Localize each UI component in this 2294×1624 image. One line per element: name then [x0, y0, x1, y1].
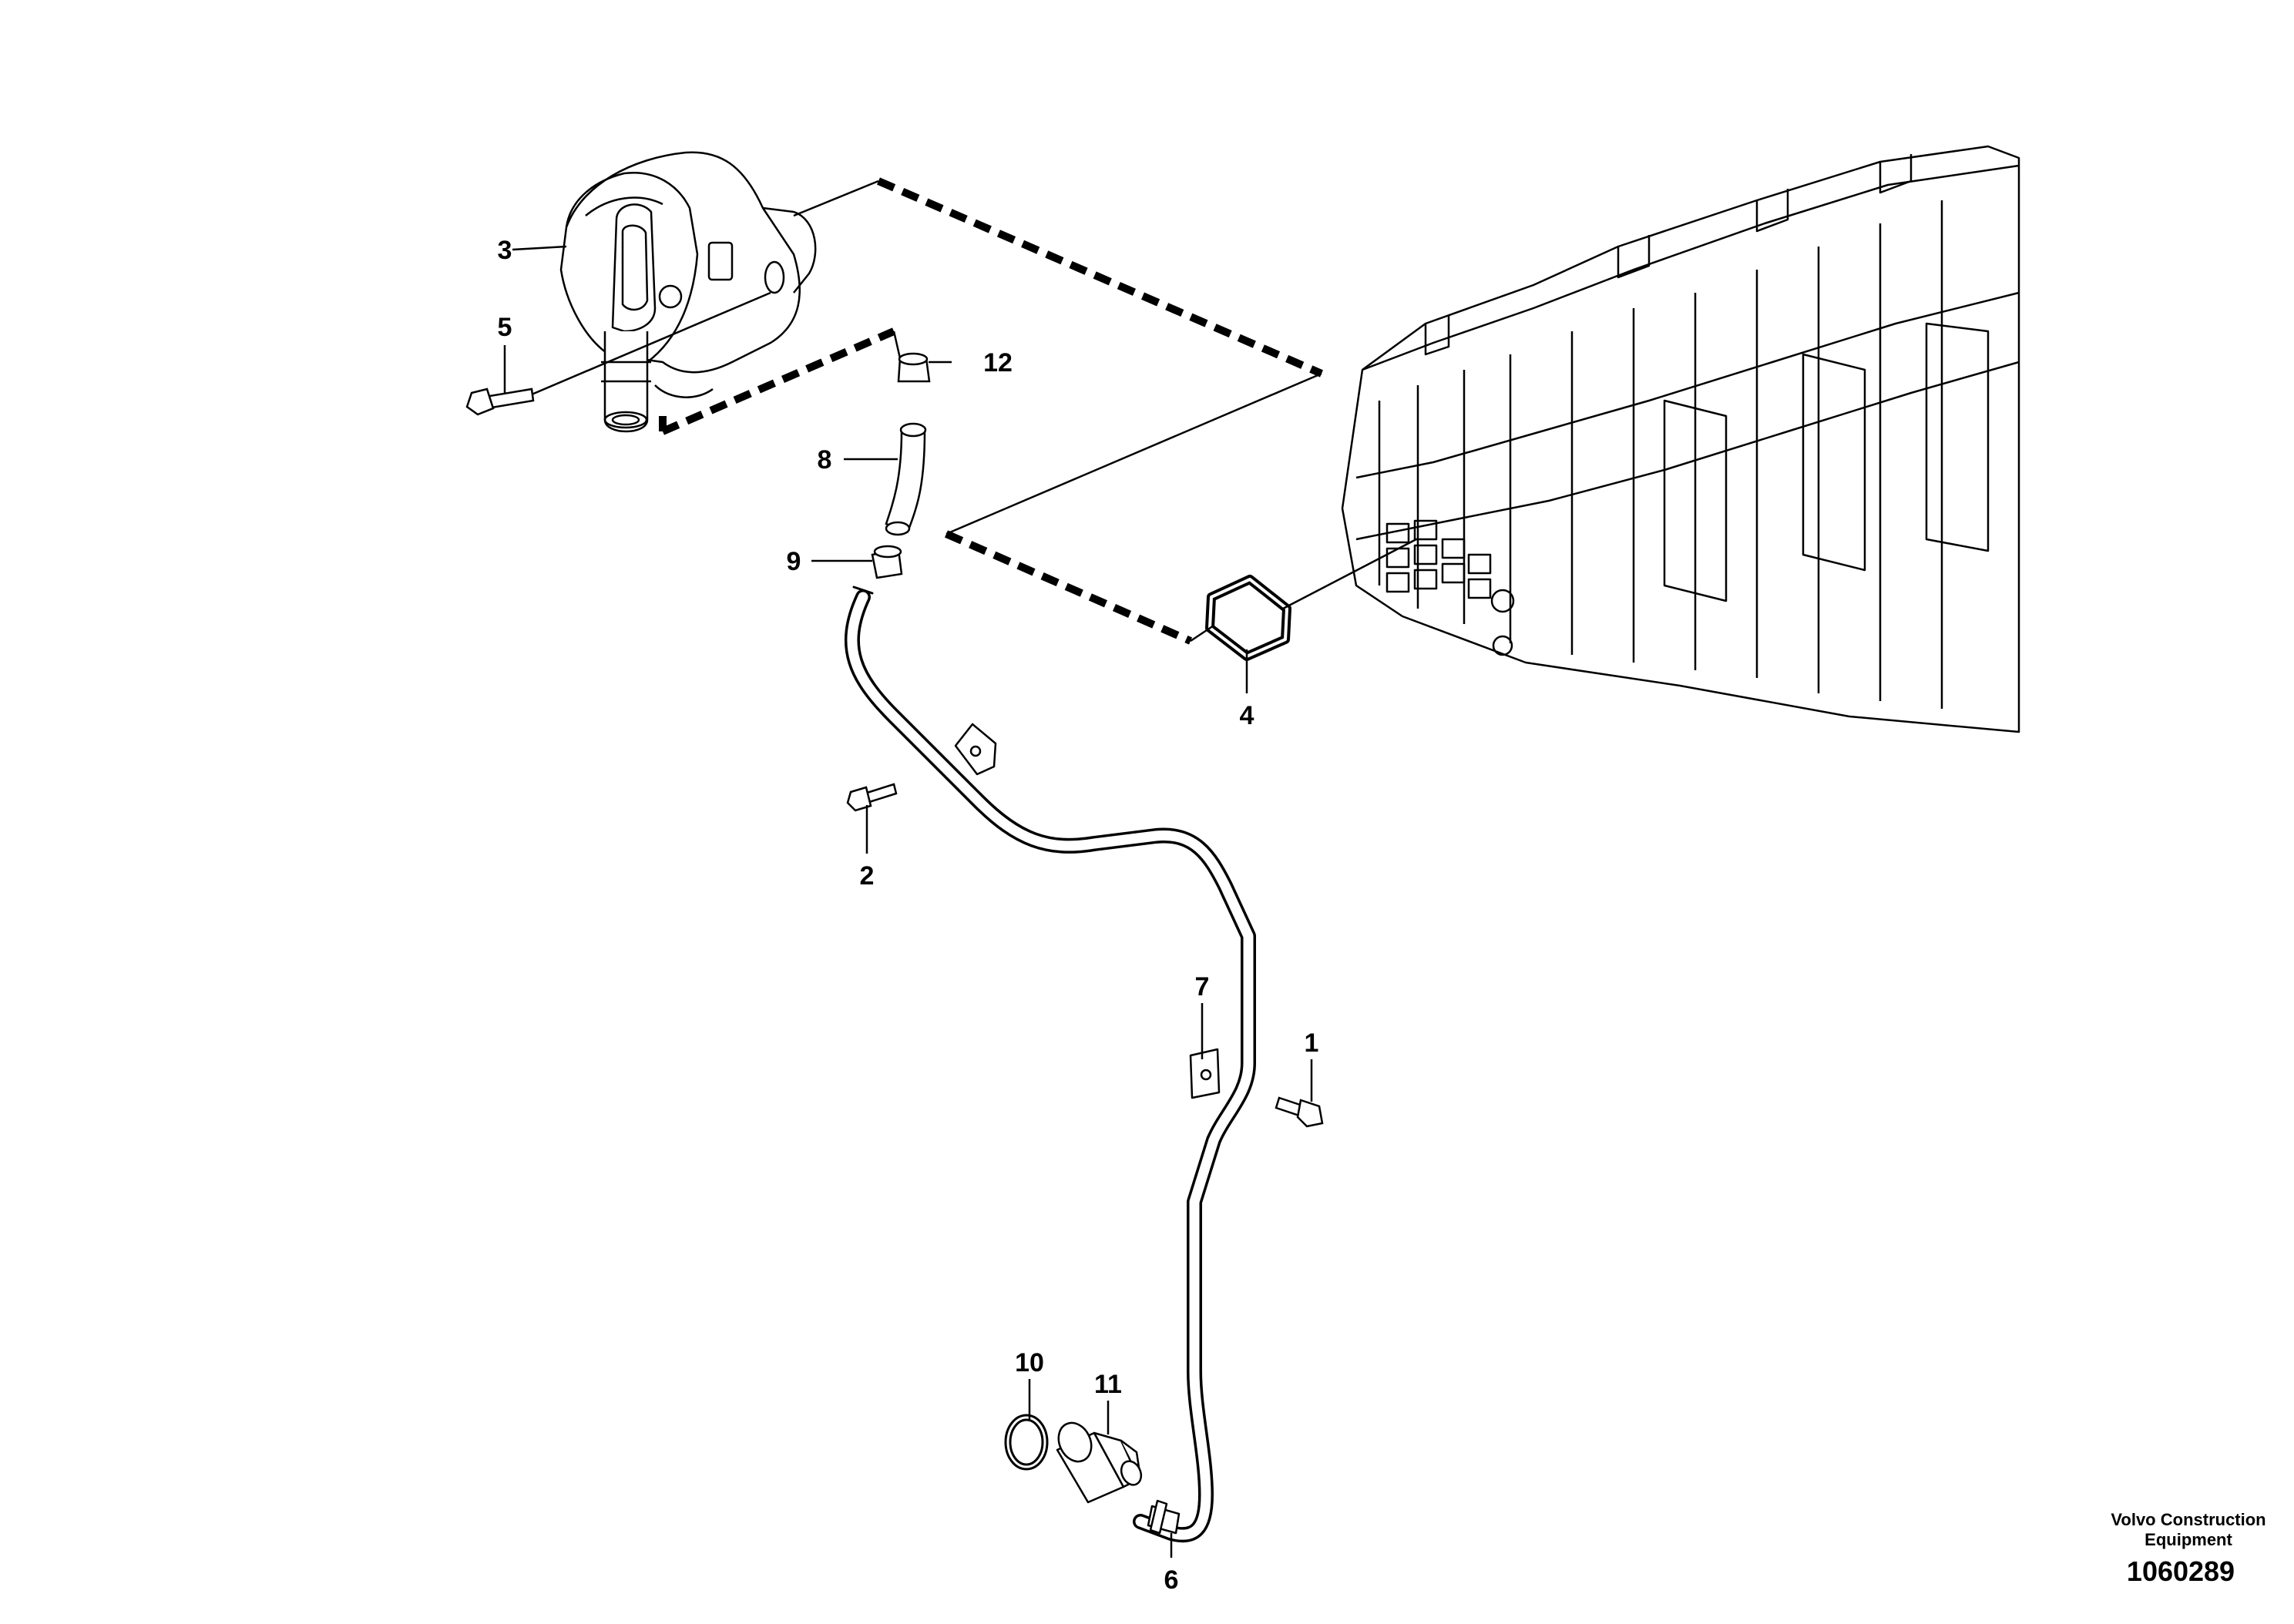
brand-line-2: Equipment: [2145, 1530, 2232, 1549]
callout-3: 3: [498, 236, 512, 265]
callout-7: 7: [1195, 972, 1210, 1002]
fitting: [1147, 1499, 1181, 1535]
engine-block: [1341, 145, 2020, 733]
footer: Volvo Construction Equipment 1060289: [2111, 1510, 2265, 1587]
assembly-lines: [531, 177, 1417, 645]
hose-clamp-bottom: [871, 545, 903, 579]
hose-clamp-top: [897, 352, 931, 383]
callout-6: 6: [1164, 1565, 1179, 1595]
pipe: [845, 586, 1256, 1543]
gasket: [1205, 575, 1291, 661]
o-ring: [1004, 1414, 1049, 1471]
callout-12: 12: [983, 348, 1013, 377]
callout-labels: 1 2 3 4 5 6 7 8 9 10 11 12: [498, 236, 1319, 1595]
heater-unit: [559, 151, 817, 433]
callout-1: 1: [1305, 1028, 1319, 1058]
document-number: 1060289: [2127, 1555, 2235, 1587]
callout-8: 8: [818, 445, 832, 475]
callout-9: 9: [787, 547, 801, 576]
sensor: [1056, 1421, 1143, 1504]
callout-10: 10: [1015, 1348, 1044, 1377]
callout-2: 2: [860, 861, 875, 891]
callout-4: 4: [1240, 701, 1254, 730]
bolt-5: [465, 388, 535, 416]
callout-11: 11: [1094, 1370, 1122, 1399]
pipe-bracket-lower: [1189, 1048, 1221, 1099]
bolt-2: [846, 783, 898, 812]
brand-line-1: Volvo Construction: [2111, 1510, 2265, 1529]
callout-leaders: [503, 245, 1313, 1558]
pipe-bracket-upper: [954, 723, 997, 776]
callout-5: 5: [498, 313, 512, 342]
hose: [885, 422, 927, 536]
bolt-1: [1275, 1096, 1324, 1128]
